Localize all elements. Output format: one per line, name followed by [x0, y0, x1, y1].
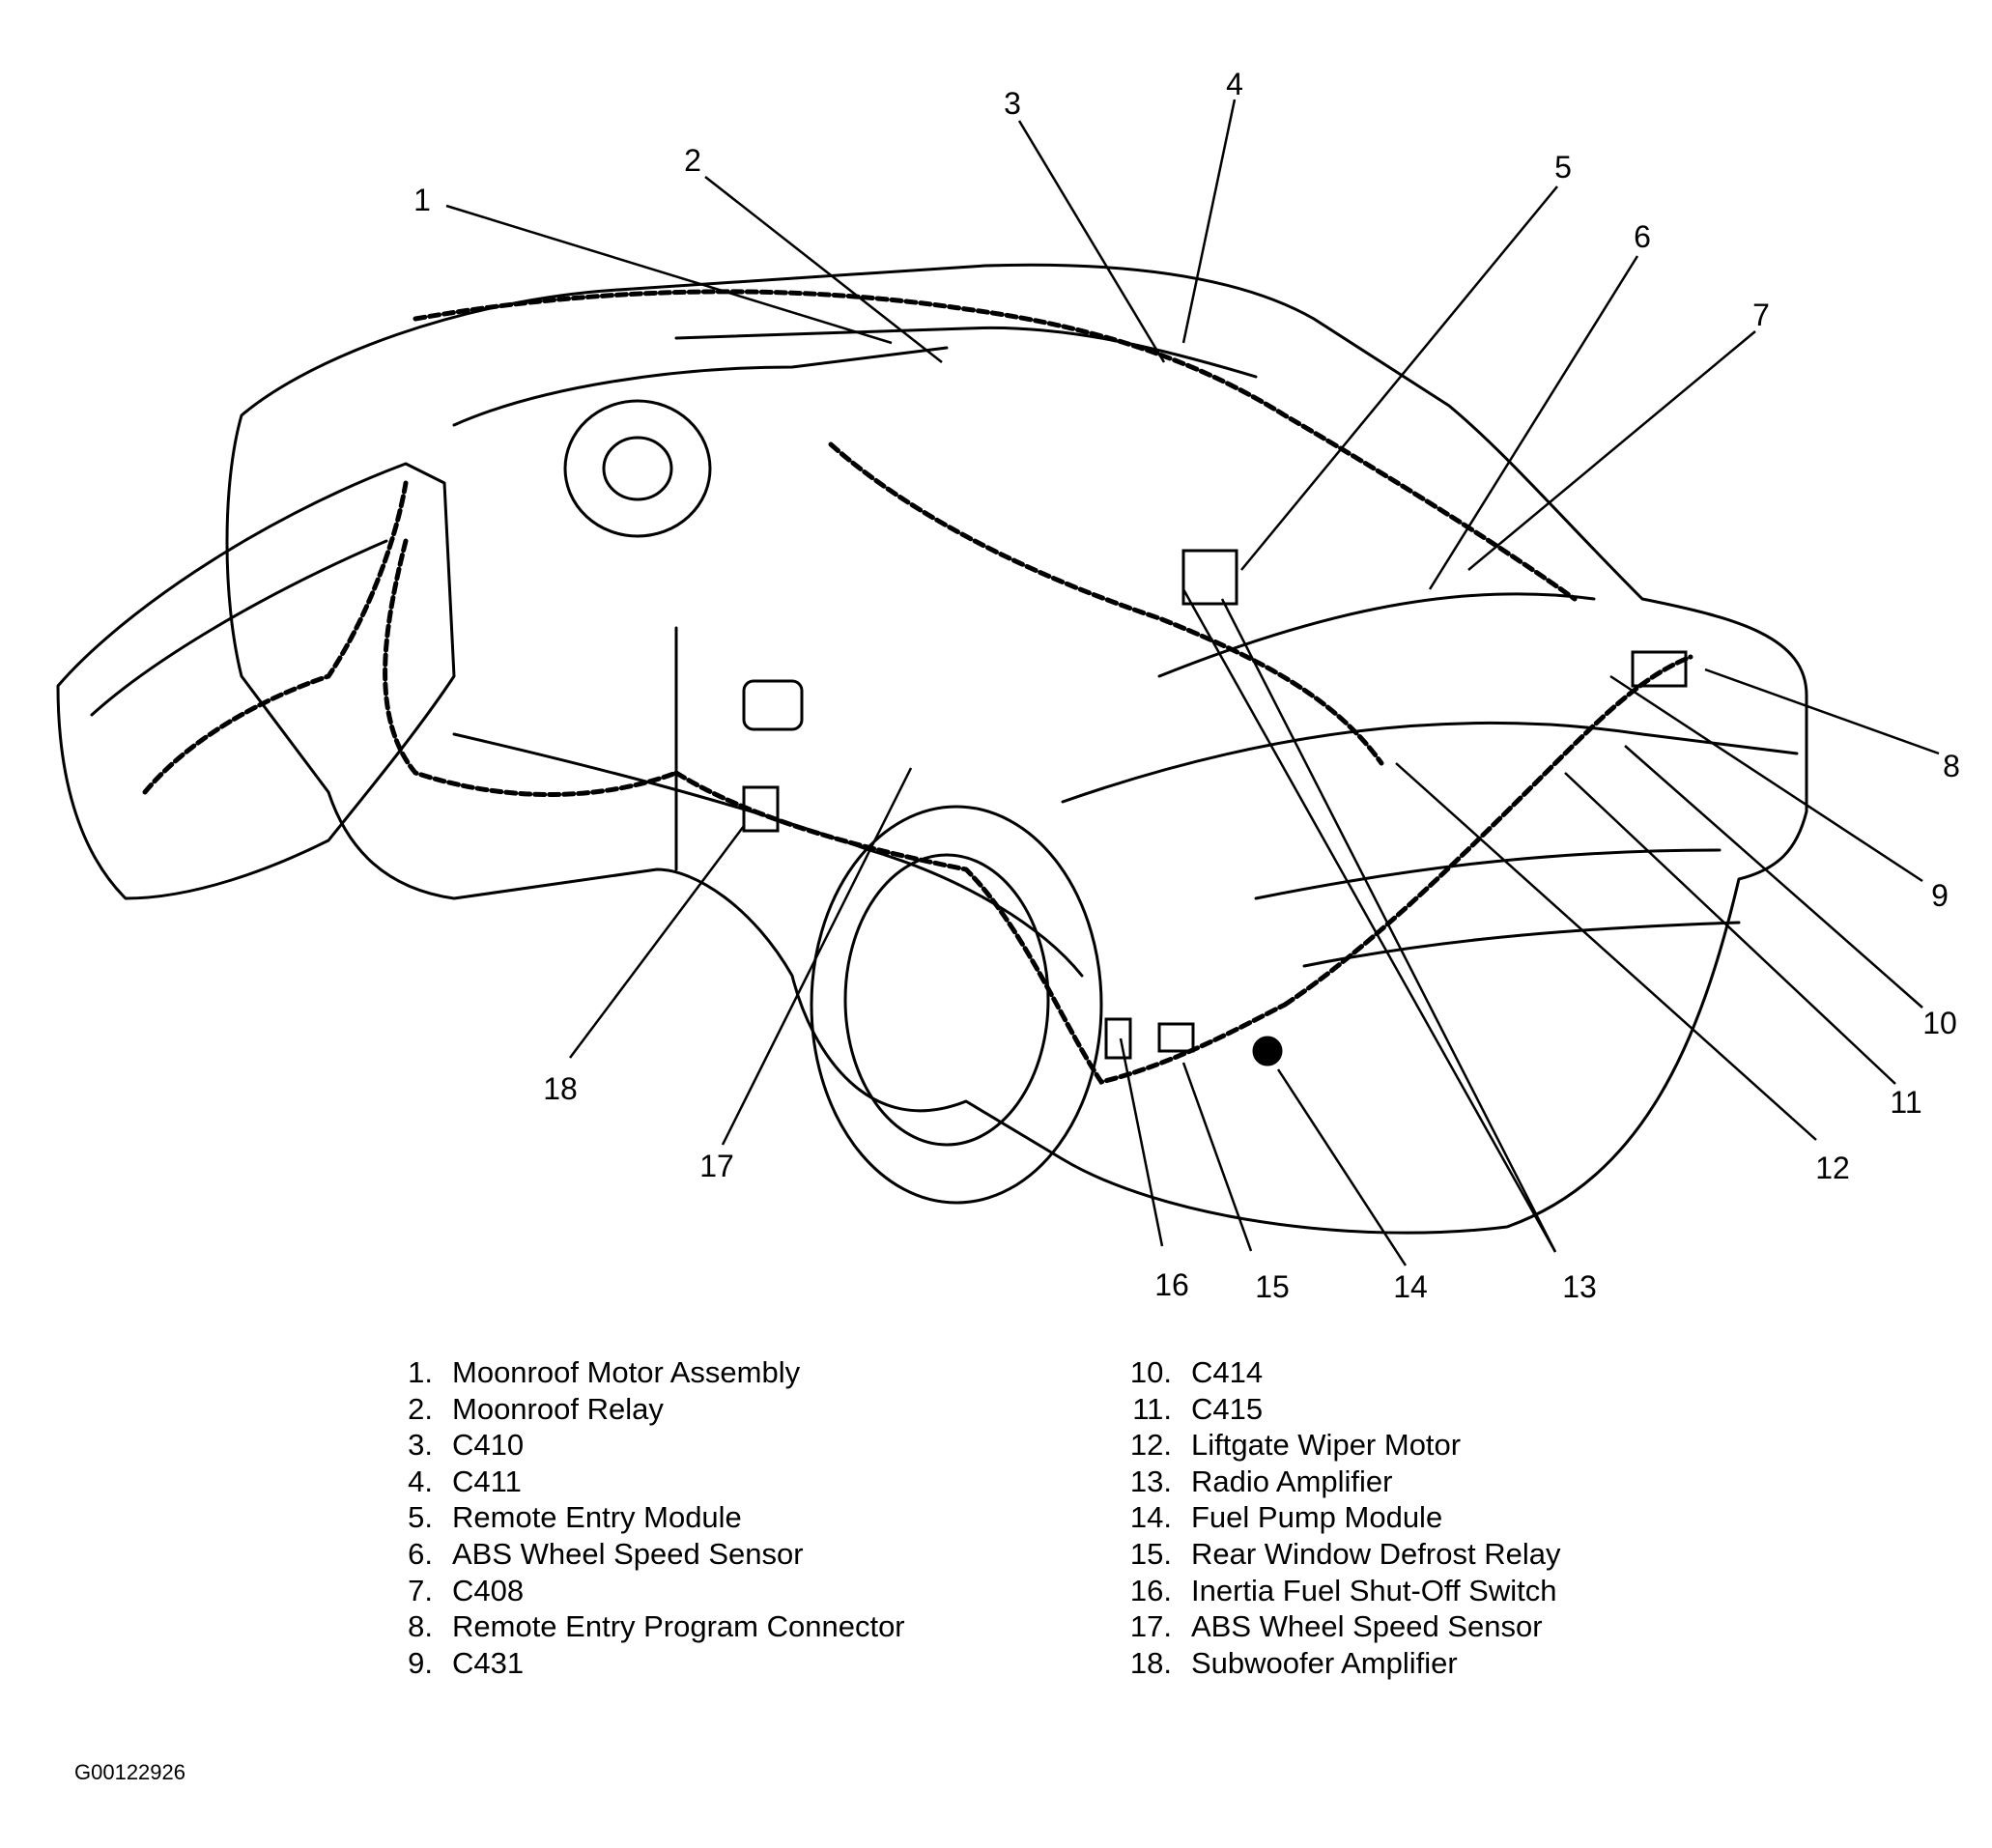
legend-item: 13.Radio Amplifier	[1129, 1464, 1393, 1498]
leader-14	[1276, 1068, 1408, 1266]
legend-label: C410	[452, 1428, 525, 1463]
leader-8	[1704, 668, 1940, 755]
callout-leaders	[445, 99, 1940, 1266]
callout-11: 11	[1890, 1085, 1921, 1120]
vehicle-outline	[56, 263, 1808, 1235]
leader-5	[1240, 185, 1558, 571]
callout-5: 5	[1554, 150, 1572, 185]
legend-item: 14.Fuel Pump Module	[1129, 1500, 1443, 1535]
callout-numbers: 1 2 3 4 5 6 7 8 9 10 11 12 13 14 15 16 1…	[413, 67, 1960, 1304]
callout-1: 1	[413, 183, 431, 217]
wiring-harness	[142, 289, 1693, 1085]
legend-item: 10.C414	[1129, 1355, 1264, 1389]
leader-10	[1624, 745, 1923, 1009]
leader-6	[1428, 255, 1639, 590]
callout-13: 13	[1562, 1269, 1597, 1304]
leader-13b	[1220, 598, 1557, 1253]
leader-13a	[1181, 588, 1557, 1253]
leader-7	[1467, 330, 1756, 571]
legend-label: Inertia Fuel Shut-Off Switch	[1191, 1573, 1557, 1607]
legend-label: Moonroof Motor Assembly	[452, 1355, 801, 1389]
legend-item: 17.ABS Wheel Speed Sensor	[1129, 1609, 1543, 1644]
callout-6: 6	[1634, 219, 1651, 254]
callout-9: 9	[1931, 878, 1949, 913]
leader-9	[1609, 674, 1923, 883]
legend-item: 6.ABS Wheel Speed Sensor	[408, 1536, 804, 1571]
legend-label: Remote Entry Module	[452, 1500, 742, 1535]
leader-2	[704, 176, 943, 363]
legend-item: 4.C411	[408, 1464, 522, 1498]
legend-item: 15.Rear Window Defrost Relay	[1129, 1536, 1561, 1571]
legend-item: 11.C415	[1132, 1391, 1264, 1426]
leader-3	[1017, 120, 1166, 363]
legend-item: 18.Subwoofer Amplifier	[1129, 1645, 1458, 1680]
callout-2: 2	[684, 143, 701, 178]
figure-id: G00122926	[74, 1760, 185, 1784]
legend-label: Liftgate Wiper Motor	[1191, 1428, 1462, 1463]
leader-12	[1395, 762, 1817, 1141]
callout-3: 3	[1004, 86, 1021, 121]
callout-18: 18	[543, 1071, 578, 1106]
legend-column-right: 10.C414 11.C415 12.Liftgate Wiper Motor …	[1121, 1354, 1700, 1681]
leader-17	[721, 767, 913, 1146]
legend-item: 8.Remote Entry Program Connector	[408, 1609, 905, 1644]
legend-label: C415	[1191, 1391, 1264, 1426]
legend-label: C411	[452, 1464, 522, 1498]
legend-label: C408	[452, 1573, 525, 1607]
legend-item: 12.Liftgate Wiper Motor	[1129, 1428, 1462, 1463]
components	[742, 549, 1688, 1066]
legend-item: 16.Inertia Fuel Shut-Off Switch	[1129, 1573, 1557, 1607]
legend-item: 1.Moonroof Motor Assembly	[408, 1355, 801, 1389]
legend-item: 5.Remote Entry Module	[408, 1500, 742, 1535]
callout-14: 14	[1393, 1269, 1428, 1304]
callout-7: 7	[1752, 298, 1770, 332]
leader-1	[445, 204, 893, 345]
callout-17: 17	[699, 1149, 734, 1183]
legend-label: Fuel Pump Module	[1191, 1500, 1443, 1535]
legend-label: C414	[1191, 1355, 1264, 1389]
legend-item: 3.C410	[408, 1428, 525, 1463]
callout-8: 8	[1943, 749, 1960, 783]
legend-label: C431	[452, 1645, 525, 1680]
legend-item: 2.Moonroof Relay	[408, 1391, 664, 1426]
legend-label: Remote Entry Program Connector	[452, 1609, 905, 1644]
callout-10: 10	[1922, 1006, 1957, 1040]
leader-15	[1181, 1062, 1253, 1252]
leader-4	[1181, 99, 1237, 344]
callout-4: 4	[1226, 67, 1243, 101]
legend-label: Rear Window Defrost Relay	[1191, 1536, 1561, 1571]
callout-15: 15	[1255, 1269, 1290, 1304]
legend-label: ABS Wheel Speed Sensor	[1191, 1609, 1543, 1644]
callout-16: 16	[1154, 1267, 1189, 1302]
legend-label: Moonroof Relay	[452, 1391, 664, 1426]
legend-item: 9.C431	[408, 1645, 525, 1680]
legend-label: Radio Amplifier	[1191, 1464, 1393, 1498]
leader-18	[569, 825, 745, 1059]
leader-16	[1119, 1038, 1164, 1247]
legend-column-left: 1.Moonroof Motor Assembly 2.Moonroof Rel…	[382, 1354, 1000, 1681]
legend-item: 7.C408	[408, 1573, 525, 1607]
callout-12: 12	[1815, 1151, 1850, 1185]
legend-label: ABS Wheel Speed Sensor	[452, 1536, 804, 1571]
legend-label: Subwoofer Amplifier	[1191, 1645, 1458, 1680]
leader-11	[1564, 772, 1896, 1085]
